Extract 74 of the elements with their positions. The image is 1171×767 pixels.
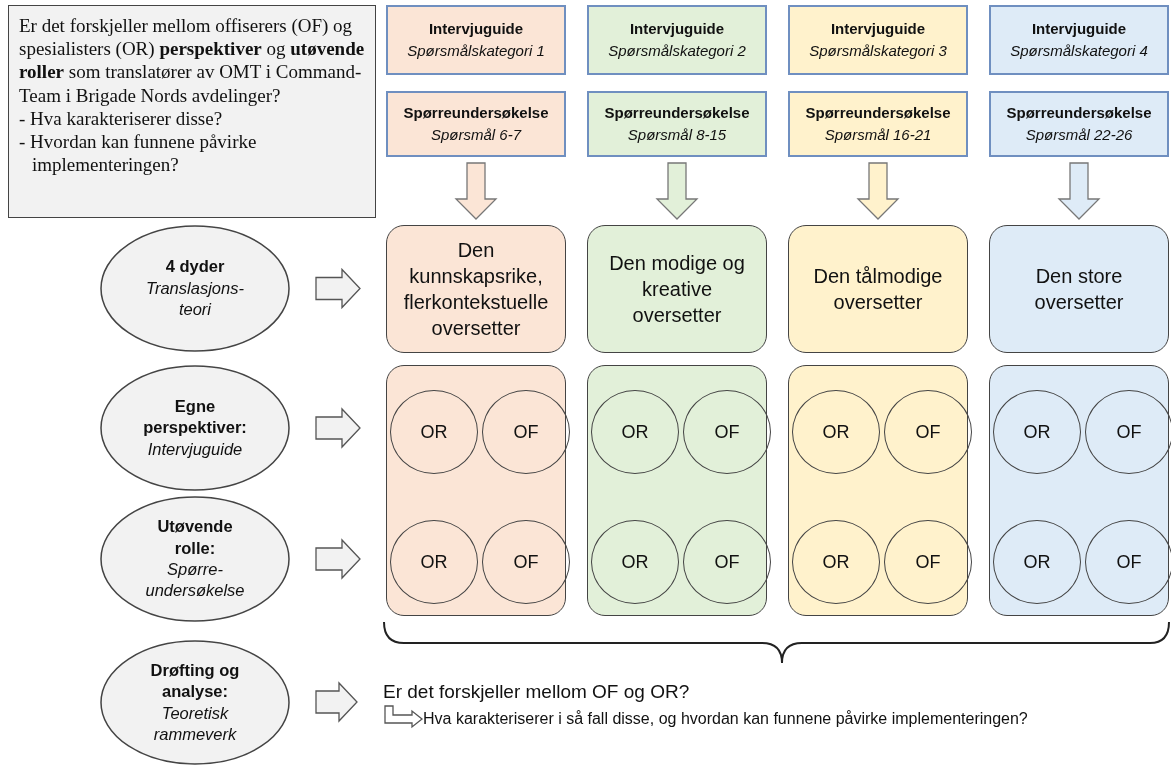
translator-label: Den kunnskapsrike, flerkontekstuelle oversetter [402, 238, 550, 341]
oval-text: Teoretisk rammeverk [152, 702, 238, 745]
role-label: OR [420, 551, 448, 573]
category-box [989, 5, 1169, 75]
role-label: OF [915, 551, 941, 573]
category-title: Intervjuguide [428, 19, 524, 40]
oval-heading: Drøfting og analyse: [149, 659, 241, 703]
block-arrow [315, 538, 361, 580]
role-label: OF [513, 551, 539, 573]
category-box [386, 5, 566, 75]
block-arrow [454, 162, 498, 220]
role-label: OF [714, 551, 740, 573]
role-label: OR [822, 421, 850, 443]
role-label: OR [1023, 421, 1051, 443]
translator-label: Den store oversetter [1033, 264, 1125, 315]
role-panel [788, 365, 968, 616]
category-detail: Spørsmål 8-15 [627, 125, 727, 145]
role-label: OF [1116, 551, 1142, 573]
role-label: OF [1116, 421, 1142, 443]
sub-question: Hva karakteriserer i så fall disse, og hvordan kan funnene påvirke implementeringen? [423, 707, 1143, 731]
category-title: Spørreundersøkelse [604, 103, 750, 124]
translator-box [386, 225, 566, 353]
category-detail: Spørsmålskategori 2 [608, 41, 746, 61]
block-arrow [1057, 162, 1101, 220]
category-title: Intervjuguide [1031, 19, 1127, 40]
category-detail: Spørsmål 6-7 [431, 125, 521, 145]
oval-heading: 4 dyder [165, 256, 225, 278]
category-title: Spørreundersøkelse [805, 103, 951, 124]
block-arrow [655, 162, 699, 220]
category-box [587, 91, 767, 157]
role-panel [989, 365, 1169, 616]
block-arrow [315, 407, 361, 449]
translator-box [788, 225, 968, 353]
category-title: Intervjuguide [629, 19, 725, 40]
question-text: Er det forskjeller mellom offiserers (OF) og spesialisters (OR) perspektiver og utøvende roller som translatører av OMT i Command-Team i Brigade Nords avdelinger? [19, 14, 365, 107]
role-label: OF [915, 421, 941, 443]
summary-question: Er det forskjeller mellom OF og OR? [383, 678, 723, 706]
category-detail: Spørsmålskategori 3 [809, 41, 947, 61]
oval-text: Translasjons- teori [145, 277, 245, 321]
question-box [8, 5, 376, 218]
category-box [788, 5, 968, 75]
category-box [989, 91, 1169, 157]
role-label: OR [621, 421, 649, 443]
block-arrow [315, 267, 361, 310]
category-box [587, 5, 767, 75]
role-label: OR [420, 421, 448, 443]
category-box [386, 91, 566, 157]
oval-text: Intervjuguide [147, 438, 243, 460]
oval-heading: Utøvende rolle: [156, 516, 234, 559]
block-arrow [856, 162, 900, 220]
role-panel [386, 365, 566, 616]
translator-label: Den tålmodige oversetter [812, 264, 944, 315]
translator-label: Den modige og kreative oversetter [608, 251, 746, 328]
bent-arrow [384, 705, 424, 729]
translator-box [989, 225, 1169, 353]
role-label: OF [513, 421, 539, 443]
translator-box [587, 225, 767, 353]
role-label: OR [1023, 551, 1051, 573]
oval-heading: Egne perspektiver: [142, 395, 248, 439]
category-box [788, 91, 968, 157]
category-title: Spørreundersøkelse [403, 103, 549, 124]
category-title: Intervjuguide [830, 19, 926, 40]
role-label: OR [822, 551, 850, 573]
category-title: Spørreundersøkelse [1006, 103, 1152, 124]
role-label: OR [621, 551, 649, 573]
category-detail: Spørsmål 22-26 [1025, 125, 1133, 145]
question-bullet: - Hvordan kan funnene påvirke implementeringen? [19, 129, 258, 177]
role-label: OF [714, 421, 740, 443]
category-detail: Spørsmål 16-21 [824, 125, 932, 145]
oval-text: Spørre- undersøkelse [144, 559, 246, 602]
question-bullet: - Hva karakteriserer disse? [19, 106, 224, 130]
category-detail: Spørsmålskategori 4 [1010, 41, 1148, 61]
block-arrow [315, 681, 358, 723]
category-detail: Spørsmålskategori 1 [407, 41, 545, 61]
